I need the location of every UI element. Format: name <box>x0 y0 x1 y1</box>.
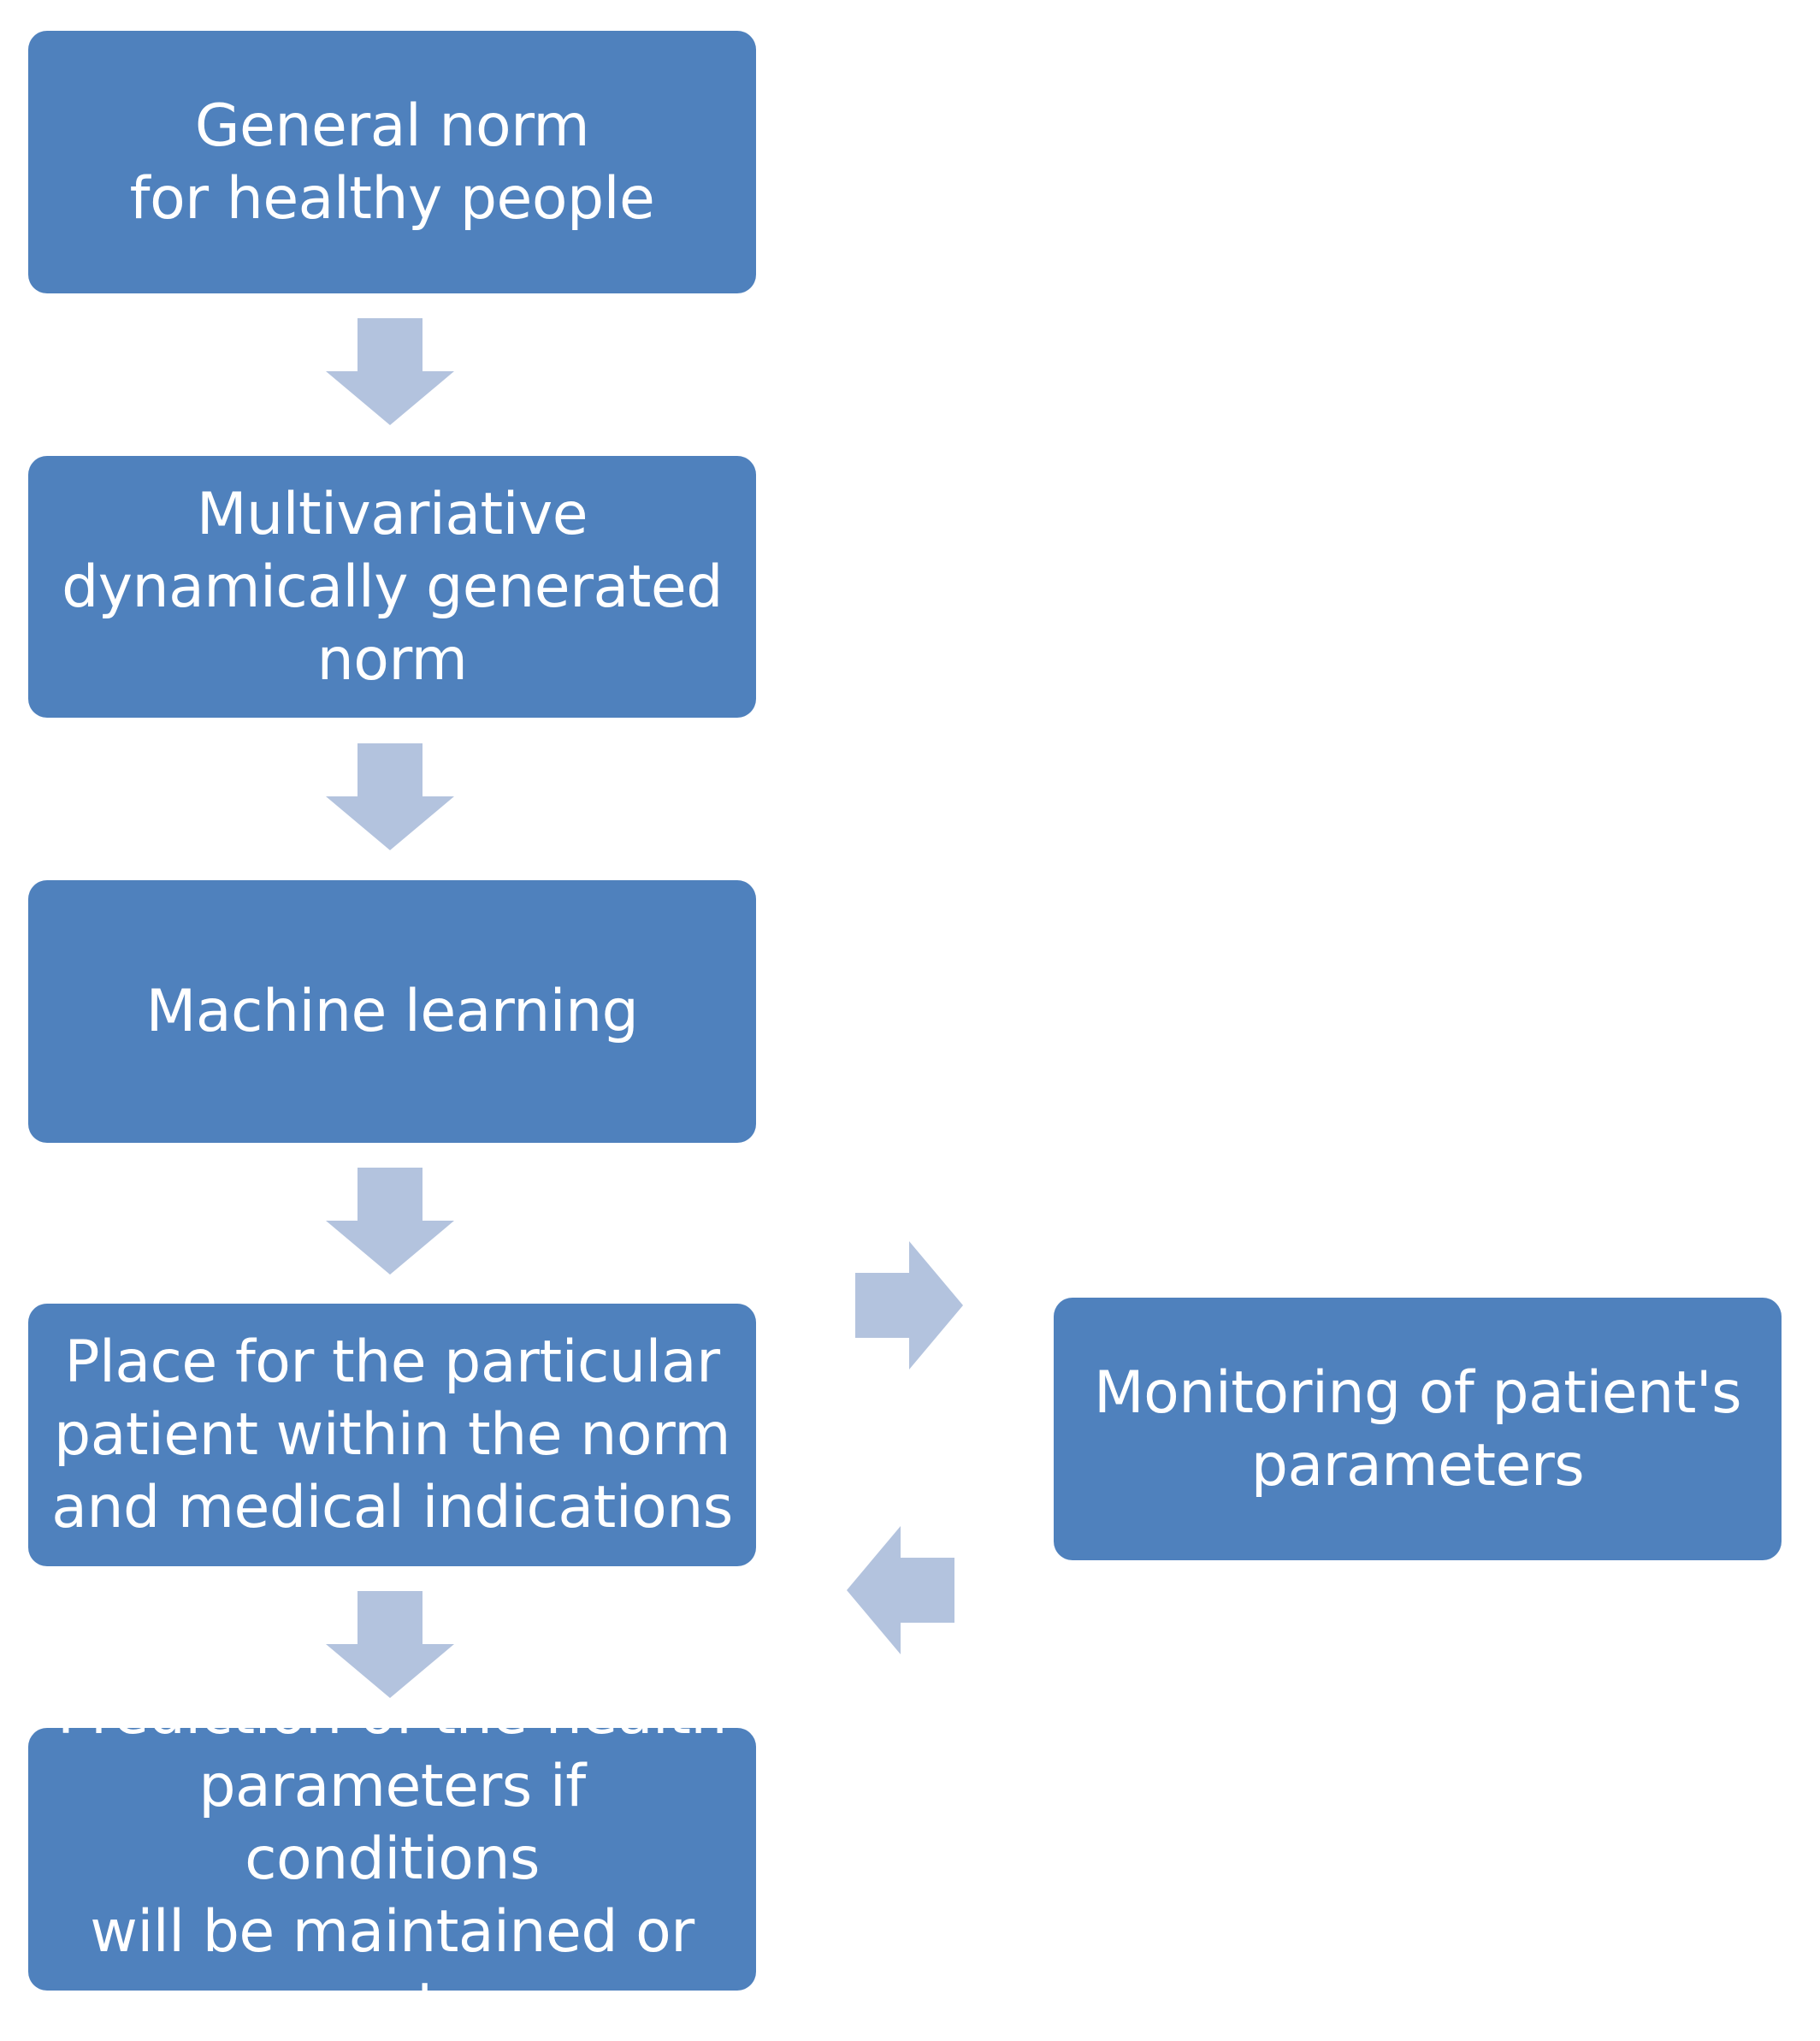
box-monitoring: Monitoring of patient's parameters <box>1054 1298 1782 1560</box>
left-arrow-icon <box>847 1526 954 1654</box>
down-arrow-icon <box>326 1168 454 1275</box>
right-arrow-icon <box>855 1241 963 1370</box>
place-for-patient-label: Place for the particular patient within … <box>51 1328 733 1541</box>
box-machine-learning: Machine learning <box>28 880 756 1143</box>
down-arrow-icon <box>326 1591 454 1698</box>
box-prediction: Prediction of the health parameters if c… <box>28 1680 756 2038</box>
down-arrow-icon <box>326 743 454 850</box>
box-multivariative-norm: Multivariative dynamically generated nor… <box>28 456 756 718</box>
machine-learning-label: Machine learning <box>145 978 639 1045</box>
down-arrow-icon <box>326 318 454 425</box>
prediction-label: Prediction of the health parameters if c… <box>56 1680 728 2038</box>
general-norm-label: General norm for healthy people <box>129 92 655 233</box>
box-place-for-patient: Place for the particular patient within … <box>28 1304 756 1566</box>
multivariative-norm-label: Multivariative dynamically generated nor… <box>62 480 723 694</box>
monitoring-label: Monitoring of patient's parameters <box>1093 1358 1742 1500</box>
box-general-norm: General norm for healthy people <box>28 31 756 293</box>
